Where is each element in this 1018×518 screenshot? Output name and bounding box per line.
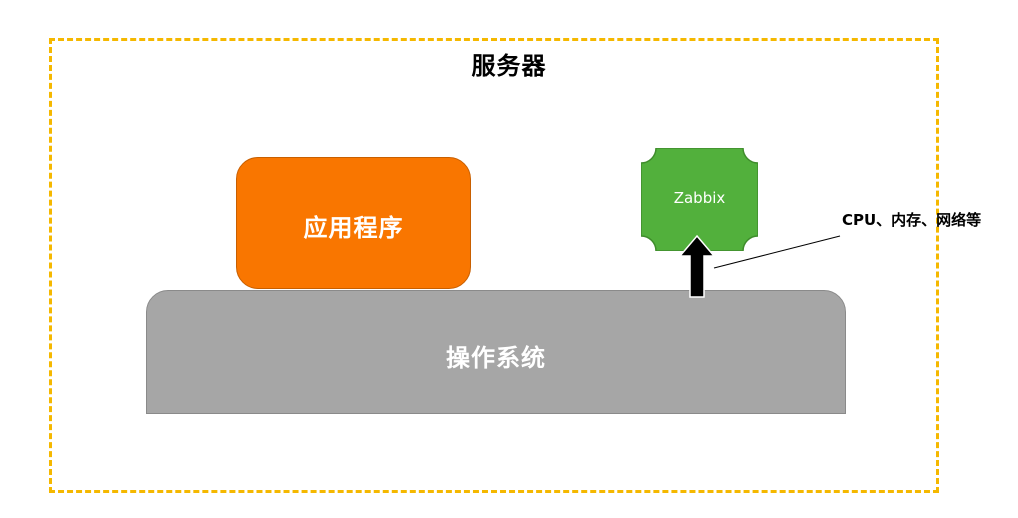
zabbix-label: Zabbix	[673, 189, 726, 207]
zabbix-plaque	[641, 148, 758, 251]
app-label: 应用程序	[303, 214, 404, 242]
metrics-label: CPU、内存、网络等	[842, 211, 982, 229]
os-box	[146, 290, 846, 414]
app-box	[236, 157, 471, 289]
os-label: 操作系统	[446, 344, 546, 372]
server-frame	[49, 38, 939, 493]
server-title: 服务器	[471, 52, 547, 80]
